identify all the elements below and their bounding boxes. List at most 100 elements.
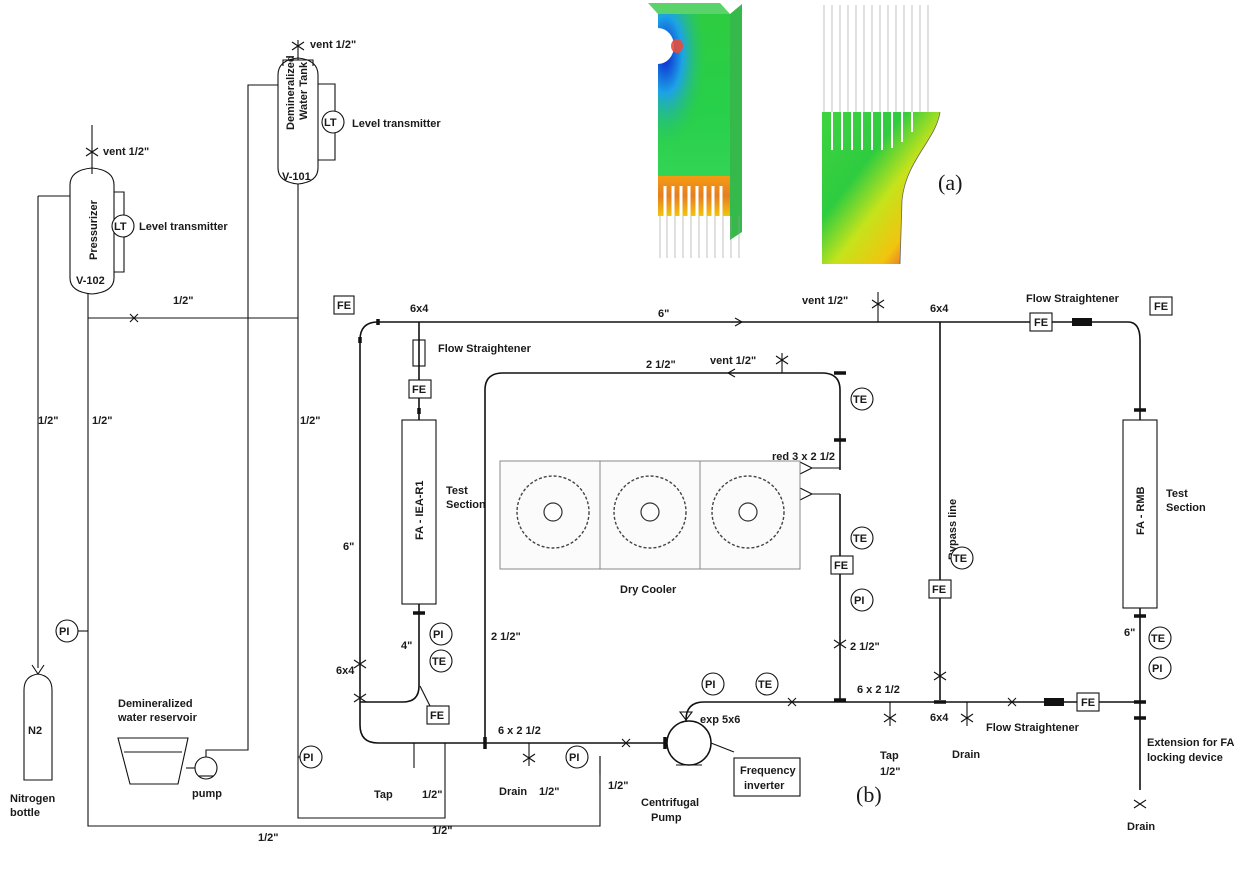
valve-icon	[522, 753, 536, 763]
nitrogen-label-2: bottle	[10, 807, 40, 819]
te-bypass: TE	[953, 553, 967, 565]
valve-icon	[621, 738, 631, 748]
flow-straightener-top: Flow Straightener	[1026, 293, 1120, 305]
centrifugal-pump-icon	[666, 720, 712, 766]
valve-icon	[353, 659, 367, 669]
pump-label: pump	[192, 788, 222, 800]
extension-label-1: Extension for FA	[1147, 737, 1234, 749]
test-section-left-2: Section	[446, 499, 486, 511]
equalizing-line-size: 1/2"	[173, 295, 194, 307]
demin-tank-vent-label: vent 1/2"	[310, 39, 356, 51]
extension-label-2: locking device	[1147, 752, 1223, 764]
cfd-image-left	[648, 3, 742, 258]
six-by-four-top-right: 6x4	[930, 303, 949, 315]
pi-discharge: PI	[705, 679, 715, 691]
valve-icon	[833, 639, 847, 649]
pipe-flanges	[358, 319, 1146, 749]
pi-cooler: PI	[854, 595, 864, 607]
vent-valve-icon	[775, 355, 789, 365]
return-size: 1/2"	[432, 825, 453, 837]
fe-bypass: FE	[932, 584, 946, 596]
te-cooler-top: TE	[853, 394, 867, 406]
te-rmb: TE	[1151, 633, 1165, 645]
valve-icon	[353, 693, 367, 703]
demin-tank-lt-label: Level transmitter	[352, 118, 441, 130]
valve-icon	[933, 671, 947, 681]
pump-label-2: Pump	[651, 812, 682, 824]
pressurizer-lt: LT	[114, 221, 127, 233]
cooler-return-size: 2 1/2"	[850, 641, 880, 653]
fe-iea-bottom: FE	[430, 710, 444, 722]
demin-water-tank: vent 1/2" Demineralized Water Tank V-101…	[277, 39, 441, 185]
cooler-line-size: 2 1/2"	[646, 359, 676, 371]
inverter-label-1: Frequency	[740, 765, 797, 777]
arrow-icon	[726, 368, 736, 378]
vent-cooler: vent 1/2"	[710, 355, 756, 367]
valve-icon	[129, 313, 139, 323]
inverter-label-2: inverter	[744, 780, 785, 792]
test-section-iea: FA - IEA-R1	[414, 481, 426, 541]
demin-tank-name-2: Water Tank	[298, 61, 310, 120]
reducer-label: red 3 x 2 1/2	[772, 451, 835, 463]
six-by-four-top: 6x4	[410, 303, 429, 315]
drain-suction-size: 1/2"	[539, 786, 560, 798]
te-iea: TE	[432, 656, 446, 668]
drain-rmb: Drain	[1127, 821, 1155, 833]
discharge-size: 6 x 2 1/2	[857, 684, 900, 696]
pressurizer-vent-label: vent 1/2"	[103, 146, 149, 158]
reducer-icon	[799, 487, 814, 501]
pi-pressurizer: PI	[59, 626, 69, 638]
demin-tank-tag: V-101	[282, 171, 311, 183]
makeup-lines: 1/2" 1/2" 1/2" 1/2" PI PI	[55, 84, 601, 844]
expansion-label: exp 5x6	[700, 714, 740, 726]
bypass-label: Bypass line	[947, 499, 959, 560]
pressurizer-tag: V-102	[76, 275, 105, 287]
four-inch-label: 4"	[401, 640, 412, 652]
test-section-left-1: Test	[446, 485, 468, 497]
flow-straightener-bottom: Flow Straightener	[986, 722, 1080, 734]
main-loop-pipes: FE 6x4 6" vent 1/2" 6x4 Flow Straightene…	[333, 292, 1234, 837]
n2-label: N2	[28, 725, 42, 737]
valve-icon	[1133, 799, 1147, 809]
fan-icon	[711, 475, 785, 549]
suction-drain-size: 1/2"	[608, 780, 629, 792]
fan-icon	[613, 475, 687, 549]
drain-right: Drain	[952, 749, 980, 761]
pi-rmb: PI	[1152, 663, 1162, 675]
reducer-icon	[799, 461, 814, 475]
reservoir-label-2: water reservoir	[117, 712, 198, 724]
nitrogen-bottle: N2 Nitrogen bottle 1/2"	[10, 195, 70, 819]
test-section-right-2: Section	[1166, 502, 1206, 514]
vent-valve-icon	[871, 299, 885, 309]
valve-icon	[883, 713, 897, 723]
pressurizer-name: Pressurizer	[88, 199, 100, 260]
test-section-rmb: FA - RMB	[1135, 486, 1147, 535]
bottom-line-size: 1/2"	[258, 832, 279, 844]
pi-demin-line: PI	[303, 752, 313, 764]
pressurizer-line-size: 1/2"	[92, 415, 113, 427]
fe-cooler: FE	[834, 560, 848, 572]
drain-suction: Drain	[499, 786, 527, 798]
reservoir-label-1: Demineralized	[118, 698, 193, 710]
te-cooler-mid: TE	[853, 533, 867, 545]
pressurizer-tank: vent 1/2" Pressurizer V-102 LT Level tra…	[69, 125, 228, 295]
cooler-down-size: 2 1/2"	[491, 631, 521, 643]
six-by-four-bypass: 6x4	[930, 712, 949, 724]
panel-label-a: (a)	[938, 170, 962, 195]
valve-icon	[787, 697, 797, 707]
rmb-outlet-size: 6"	[1124, 627, 1135, 639]
tap-left-size: 1/2"	[422, 789, 443, 801]
vent-valve-icon	[291, 41, 305, 51]
flow-straightener-left: Flow Straightener	[438, 343, 532, 355]
vent-top: vent 1/2"	[802, 295, 848, 307]
fe-top-right-inline: FE	[1034, 317, 1048, 329]
left-leg-size: 6"	[343, 541, 354, 553]
fe-top-left: FE	[337, 300, 351, 312]
cfd-image-right	[822, 5, 941, 265]
suction-size: 6 x 2 1/2	[498, 725, 541, 737]
tap-right: Tap	[880, 750, 899, 762]
pi-suction: PI	[569, 752, 579, 764]
demin-tank-name-1: Demineralized	[285, 55, 297, 130]
dry-cooler-label: Dry Cooler	[620, 584, 677, 596]
tap-right-size: 1/2"	[880, 766, 901, 778]
